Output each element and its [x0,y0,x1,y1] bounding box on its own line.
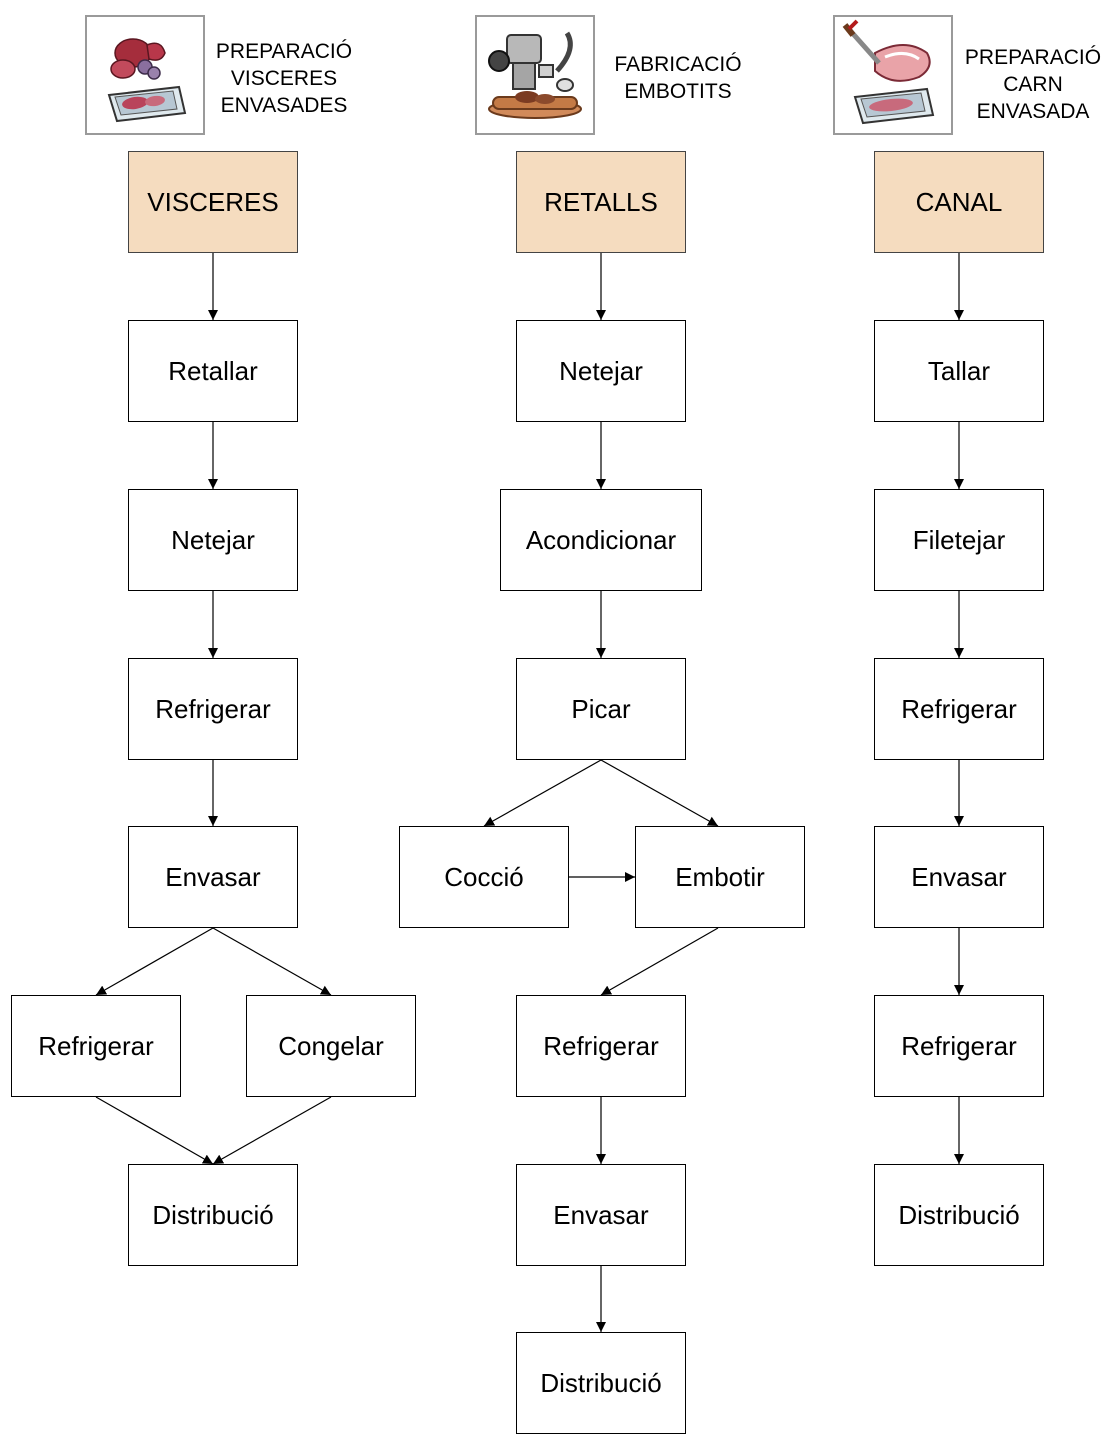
column-caption-canal: PREPARACIÓ CARN ENVASADA [950,44,1116,125]
arrow [95,927,214,996]
arrow [95,1096,214,1165]
step-netejar: Netejar [516,320,686,422]
step-congelar: Congelar [246,995,416,1097]
caption-line: ENVASADA [976,100,1090,123]
source-box-retalls: RETALLS [516,151,686,253]
step-refrigerar-branch: Refrigerar [11,995,181,1097]
source-box-canal: CANAL [874,151,1044,253]
column-caption-retalls: FABRICACIÓ EMBOTITS [600,51,756,105]
step-refrigerar: Refrigerar [516,995,686,1097]
step-filetejar: Filetejar [874,489,1044,591]
step-refrigerar: Refrigerar [874,658,1044,760]
step-distribucio: Distribució [128,1164,298,1266]
caption-line: PREPARACIÓ [215,40,353,63]
caption-line: VISCERES [230,67,338,90]
organ-meat-tray-icon [85,15,205,135]
arrow [483,759,602,827]
step-distribucio: Distribució [516,1332,686,1434]
step-embotir: Embotir [635,826,805,928]
step-envasar: Envasar [128,826,298,928]
step-envasar: Envasar [874,826,1044,928]
step-picar: Picar [516,658,686,760]
arrow [600,759,719,827]
step-refrigerar: Refrigerar [128,658,298,760]
meat-grinder-icon [475,15,595,135]
caption-line: EMBOTITS [624,80,732,103]
step-netejar: Netejar [128,489,298,591]
step-refrigerar-2: Refrigerar [874,995,1044,1097]
arrow [212,1096,332,1165]
arrow [600,927,719,996]
column-caption-visceres: PREPARACIÓ VISCERES ENVASADES [196,38,372,119]
source-box-visceres: VISCERES [128,151,298,253]
step-envasar: Envasar [516,1164,686,1266]
step-tallar: Tallar [874,320,1044,422]
step-retallar: Retallar [128,320,298,422]
step-acondicionar: Acondicionar [500,489,702,591]
step-coccio: Cocció [399,826,569,928]
caption-line: FABRICACIÓ [614,53,742,76]
carving-knife-tray-icon [833,15,953,135]
caption-line: PREPARACIÓ [964,46,1102,69]
step-distribucio: Distribució [874,1164,1044,1266]
arrow [212,927,332,996]
caption-line: ENVASADES [220,94,348,117]
caption-line: CARN [1003,73,1063,96]
